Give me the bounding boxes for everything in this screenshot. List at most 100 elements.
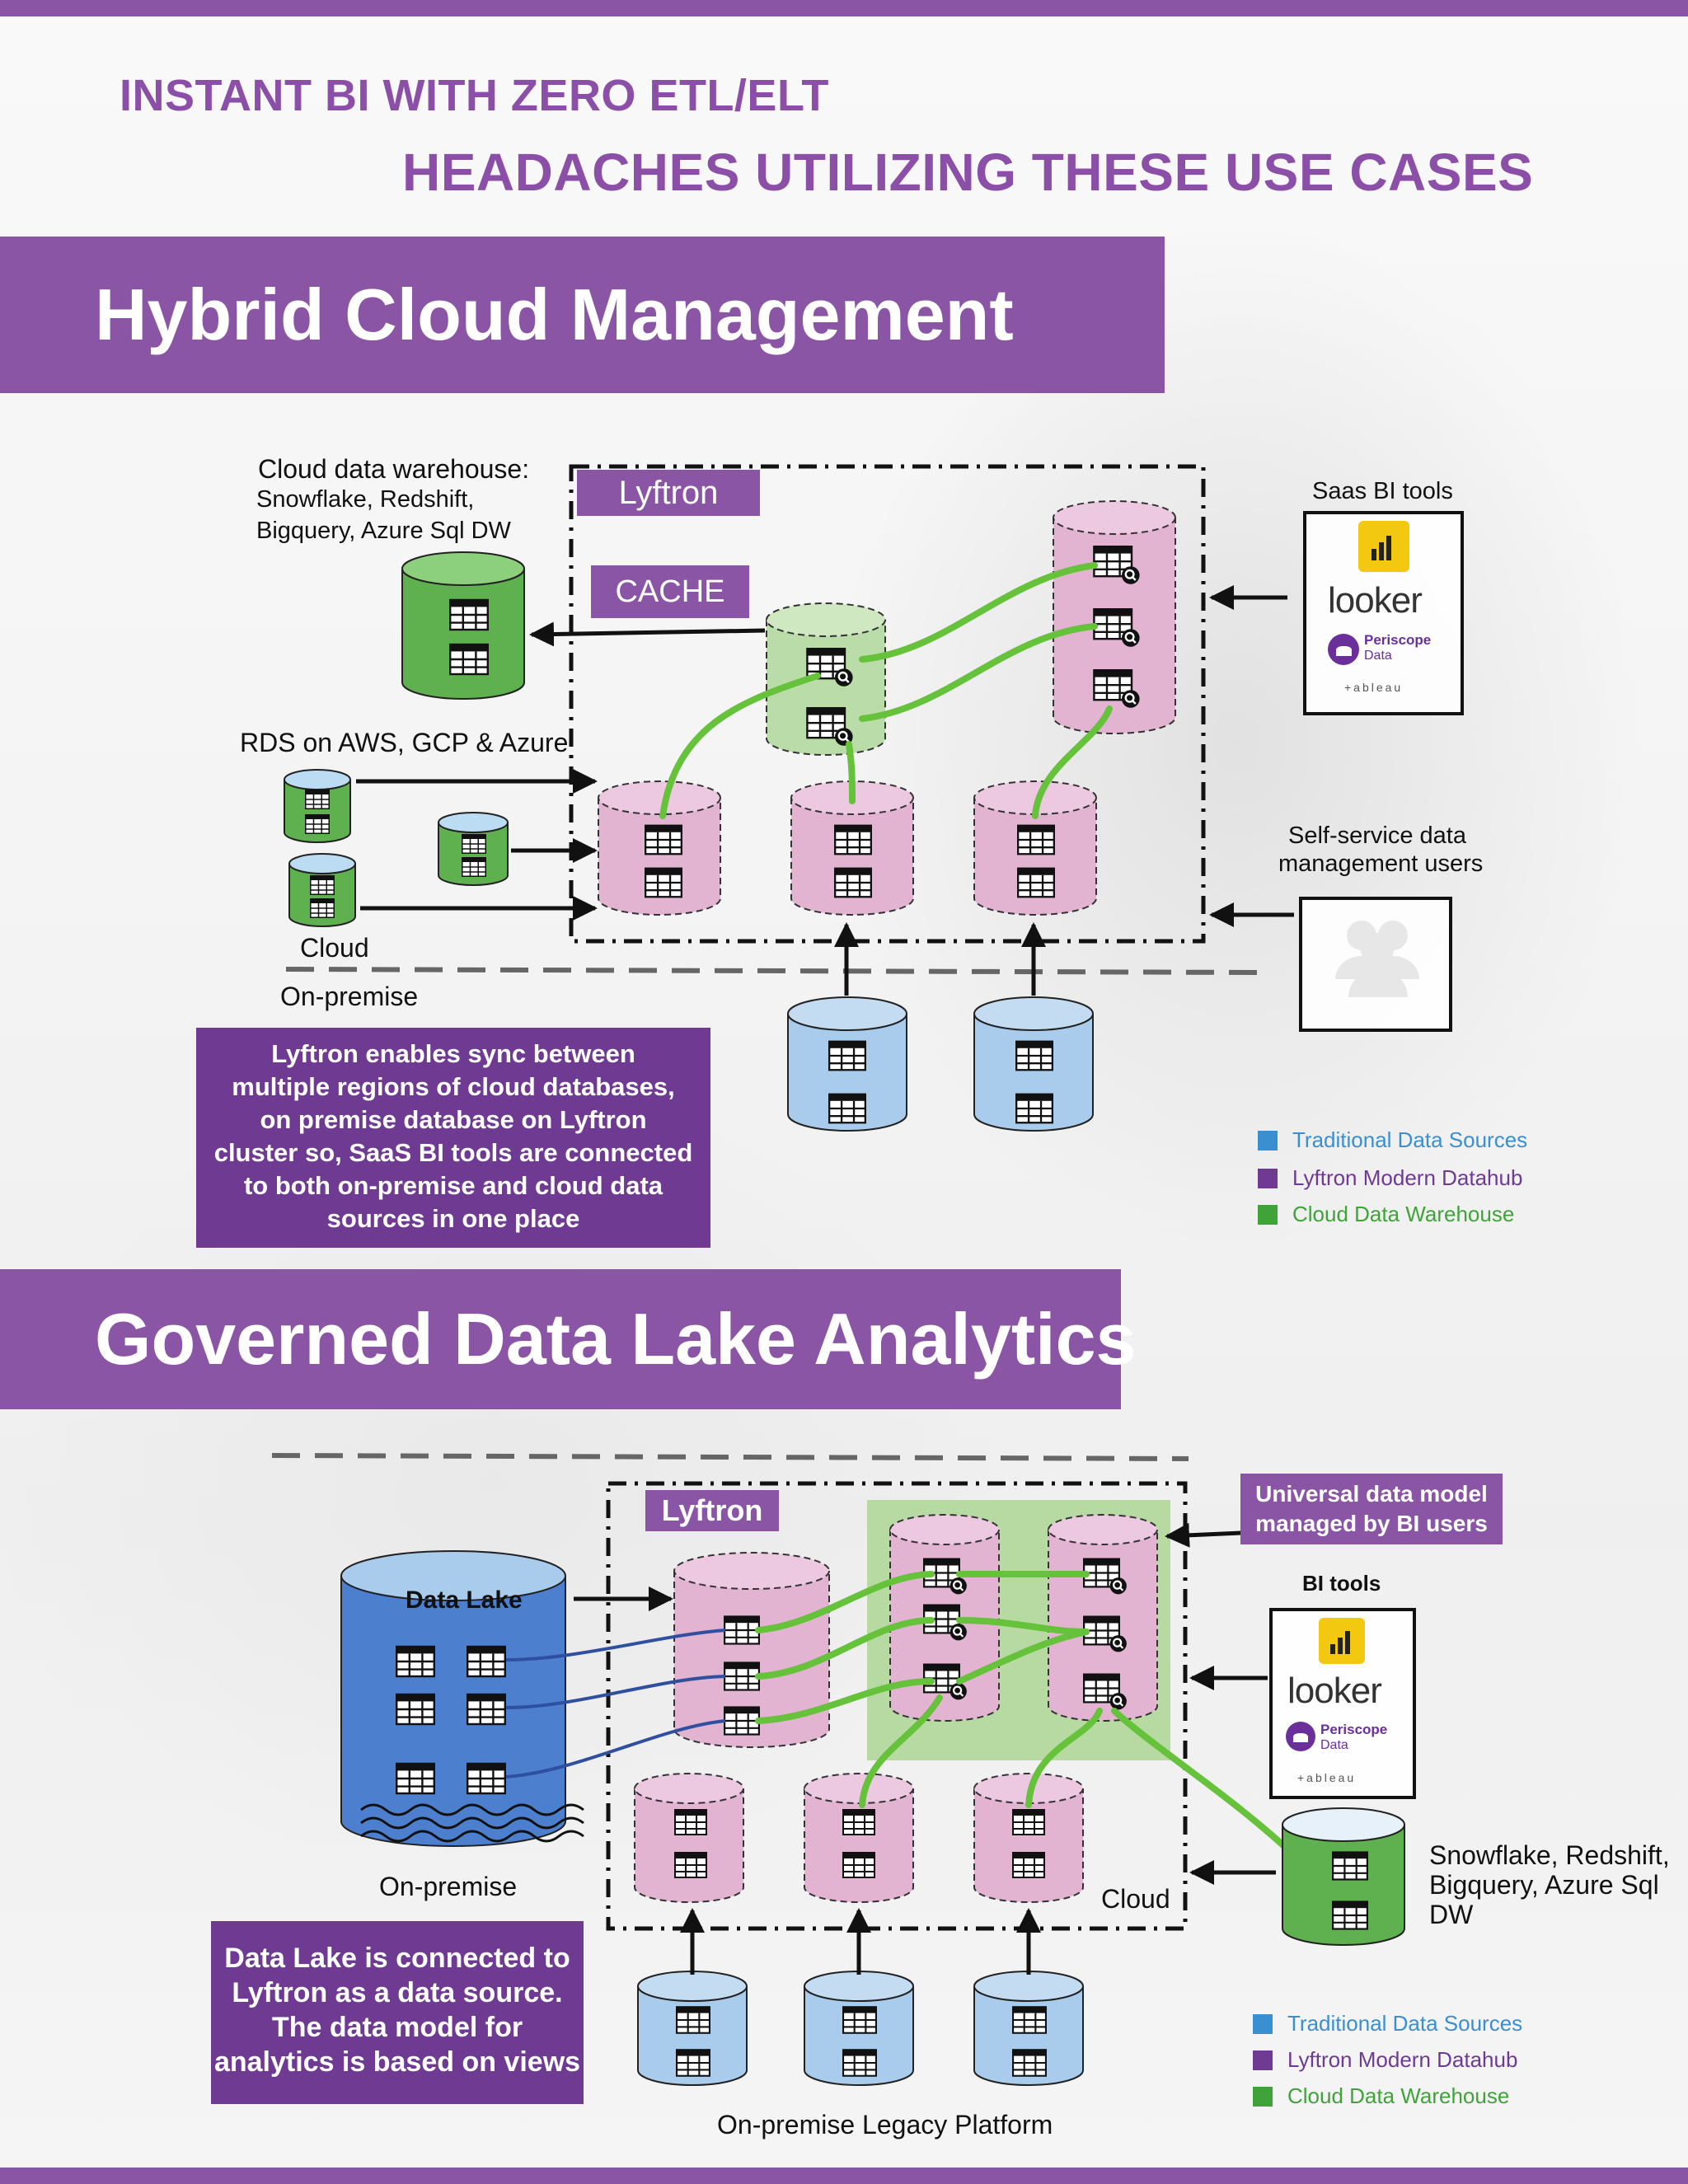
dw-label-line1: Snowflake, Redshift,	[1429, 1840, 1670, 1870]
headline-line-1: INSTANT BI WITH ZERO ETL/ELT	[120, 71, 829, 120]
callout-1-line: Lyftron enables sync between	[271, 1039, 635, 1068]
legacy-cylinder-1	[637, 1971, 748, 2086]
dw-label-line2: Bigquery, Azure Sql	[1429, 1870, 1659, 1900]
headline-line-2: HEADACHES UTILIZING THESE USE CASES	[402, 143, 1534, 202]
pink-cylinder-lower-2	[804, 1773, 914, 1903]
connectors-blue-2	[505, 1629, 726, 1779]
udm-tag-line1: Universal data model	[1255, 1481, 1488, 1507]
legend-swatch	[1258, 1205, 1278, 1225]
cloud-dw-label-line2: Snowflake, Redshift,	[256, 486, 475, 513]
pink-cylinder-2	[790, 780, 914, 916]
cloud-dw-label-line1: Cloud data warehouse:	[258, 454, 530, 484]
legend-2: Traditional Data Sources Lyftron Modern …	[1253, 2011, 1550, 2118]
powerbi-logo	[1319, 1618, 1365, 1664]
callout-1-line: to both on-premise and cloud data	[243, 1171, 663, 1200]
lyftron-tag-2: Lyftron	[645, 1490, 779, 1531]
rds-cylinder-1	[284, 769, 351, 843]
callout-1-line: multiple regions of cloud databases,	[232, 1072, 675, 1101]
looker-logo: looker	[1287, 1671, 1382, 1711]
periscope-logo-mark	[1328, 634, 1359, 665]
onprem-label-1: On-premise	[280, 982, 419, 1011]
cloud-label-1: Cloud	[300, 933, 369, 963]
self-service-users-box	[1299, 897, 1452, 1032]
legend-swatch	[1253, 2050, 1273, 2070]
periscope-logo-text: Periscope	[1364, 632, 1432, 648]
rds-cylinder-3	[438, 812, 509, 886]
legacy-platform-label: On-premise Legacy Platform	[717, 2110, 1053, 2139]
legend-swatch	[1258, 1169, 1278, 1188]
legacy-cylinder-3	[973, 1971, 1084, 2086]
lyftron-boundary-2	[606, 1481, 1188, 1931]
top-stripe	[0, 0, 1688, 16]
cache-tag: CACHE	[591, 565, 749, 618]
callout-1-line: on premise database on Lyftron	[260, 1105, 647, 1134]
legend-1: Traditional Data Sources Lyftron Modern …	[1258, 1127, 1554, 1235]
saas-tools-label: Saas BI tools	[1312, 478, 1453, 504]
legend-label: Traditional Data Sources	[1292, 1127, 1528, 1152]
callout-1-line: sources in one place	[326, 1204, 580, 1233]
arrow-to-cloud-dw	[529, 621, 766, 647]
pink-cylinder-3	[973, 780, 1097, 916]
cloud-onprem-divider-1	[285, 967, 1262, 975]
periscope-logo-subtext: Data	[1320, 1738, 1348, 1752]
saas-bi-tools-box: looker Periscope Data +ableau	[1303, 511, 1464, 715]
tableau-logo: +ableau	[1344, 681, 1404, 694]
rds-cylinder-2	[288, 853, 356, 927]
onprem-cylinder-2	[973, 996, 1094, 1132]
callout-2-line: The data model for	[271, 2012, 523, 2043]
rds-label: RDS on AWS, GCP & Azure	[240, 728, 569, 757]
pink-cylinder-top-right	[1053, 500, 1176, 734]
data-lake-cylinder	[340, 1550, 584, 1847]
bi-tools-box: looker Periscope Data +ableau	[1269, 1608, 1416, 1799]
top-divider-2	[271, 1453, 1189, 1461]
cloud-label-2: Cloud	[1101, 1884, 1170, 1914]
tableau-logo: +ableau	[1297, 1771, 1357, 1784]
cloud-dw-cylinder	[401, 551, 525, 700]
dw-label-line3: DW	[1429, 1900, 1474, 1929]
looker-logo: looker	[1328, 580, 1423, 621]
powerbi-logo	[1358, 521, 1409, 572]
callout-2-line: Data Lake is connected to	[224, 1943, 570, 1974]
pink-cylinder-lake-views	[673, 1552, 830, 1748]
pink-cylinder-lower-1	[634, 1773, 744, 1903]
periscope-logo-text: Periscope	[1320, 1722, 1388, 1737]
pink-cylinder-udm-2	[1048, 1514, 1158, 1722]
periscope-logo-mark	[1286, 1722, 1315, 1751]
legend-label: Traditional Data Sources	[1287, 2011, 1523, 2036]
onprem-cylinder-1	[787, 996, 907, 1132]
udm-tag: Universal data model managed by BI users	[1240, 1474, 1503, 1544]
connectors-green-2	[755, 1571, 1287, 1849]
lyftron-boundary-1	[569, 464, 1206, 944]
lyftron-tag-1: Lyftron	[577, 470, 760, 516]
section-title-hybrid-cloud: Hybrid Cloud Management	[0, 237, 1165, 393]
legacy-cylinder-2	[804, 1971, 914, 2086]
data-lake-label: Data Lake	[406, 1586, 523, 1614]
legend-label: Cloud Data Warehouse	[1292, 1202, 1515, 1226]
legend-label: Cloud Data Warehouse	[1287, 2083, 1510, 2108]
cloud-dw-label-line3: Bigquery, Azure Sql DW	[256, 518, 511, 544]
section-title-data-lake: Governed Data Lake Analytics	[0, 1269, 1136, 1409]
legend-label: Lyftron Modern Datahub	[1292, 1165, 1523, 1190]
pink-cylinder-1	[598, 780, 721, 916]
cache-cylinder	[766, 602, 886, 756]
callout-data-lake: Data Lake is connected to Lyftron as a d…	[211, 1921, 584, 2104]
self-service-label-line2: management users	[1278, 851, 1484, 877]
callout-2-line: analytics is based on views	[213, 2046, 581, 2078]
arrow-udm	[1165, 1522, 1242, 1548]
legend-swatch	[1253, 2014, 1273, 2034]
legend-label: Lyftron Modern Datahub	[1287, 2047, 1518, 2072]
bi-tools-label: BI tools	[1302, 1571, 1381, 1596]
self-service-label-line1: Self-service data	[1288, 823, 1466, 849]
onprem-label-2: On-premise	[379, 1872, 518, 1901]
udm-tag-line2: managed by BI users	[1255, 1511, 1488, 1536]
callout-2-line: Lyftron as a data source.	[232, 1977, 563, 2008]
periscope-logo-subtext: Data	[1364, 649, 1392, 663]
bottom-stripe	[0, 2168, 1688, 2184]
callout-1-line: cluster so, SaaS BI tools are connected	[213, 1138, 693, 1167]
connectors-green-1	[659, 562, 1113, 819]
callout-hybrid-cloud: Lyftron enables sync between multiple re…	[196, 1028, 710, 1248]
legend-swatch	[1253, 2087, 1273, 2107]
cloud-dw-cylinder-2	[1282, 1807, 1405, 1946]
legend-swatch	[1258, 1131, 1278, 1151]
